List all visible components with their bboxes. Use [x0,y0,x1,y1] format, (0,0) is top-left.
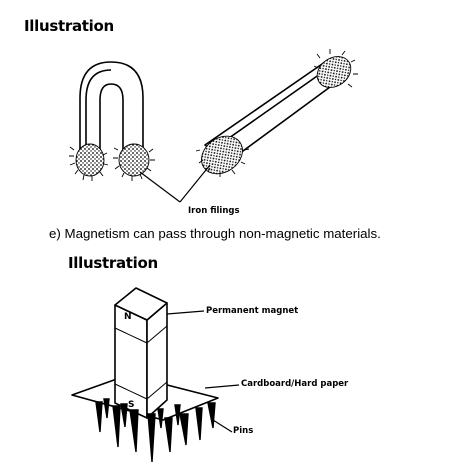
iron-filings-icon [69,143,155,181]
iron-filings-icon [195,49,358,177]
north-pole-label: N [124,312,132,322]
cardboard-label: Cardboard/Hard paper [241,379,349,389]
statement-text: e) Magnetism can pass through non-magnet… [49,226,381,241]
permanent-magnet-label: Permanent magnet [206,306,299,316]
pin-icon [95,398,216,463]
iron-filings-label: Iron filings [188,206,240,216]
pins-label: Pins [233,426,254,436]
horseshoe-magnet-icon [79,61,144,151]
south-pole-label: S [128,400,134,410]
illustration-heading-1: Illustration [24,17,114,35]
iron-filings-leader-lines [139,164,211,203]
figure2-leader-lines [166,310,240,433]
magnet-on-cardboard-icon [71,287,219,421]
illustration-heading-2: Illustration [68,254,158,272]
